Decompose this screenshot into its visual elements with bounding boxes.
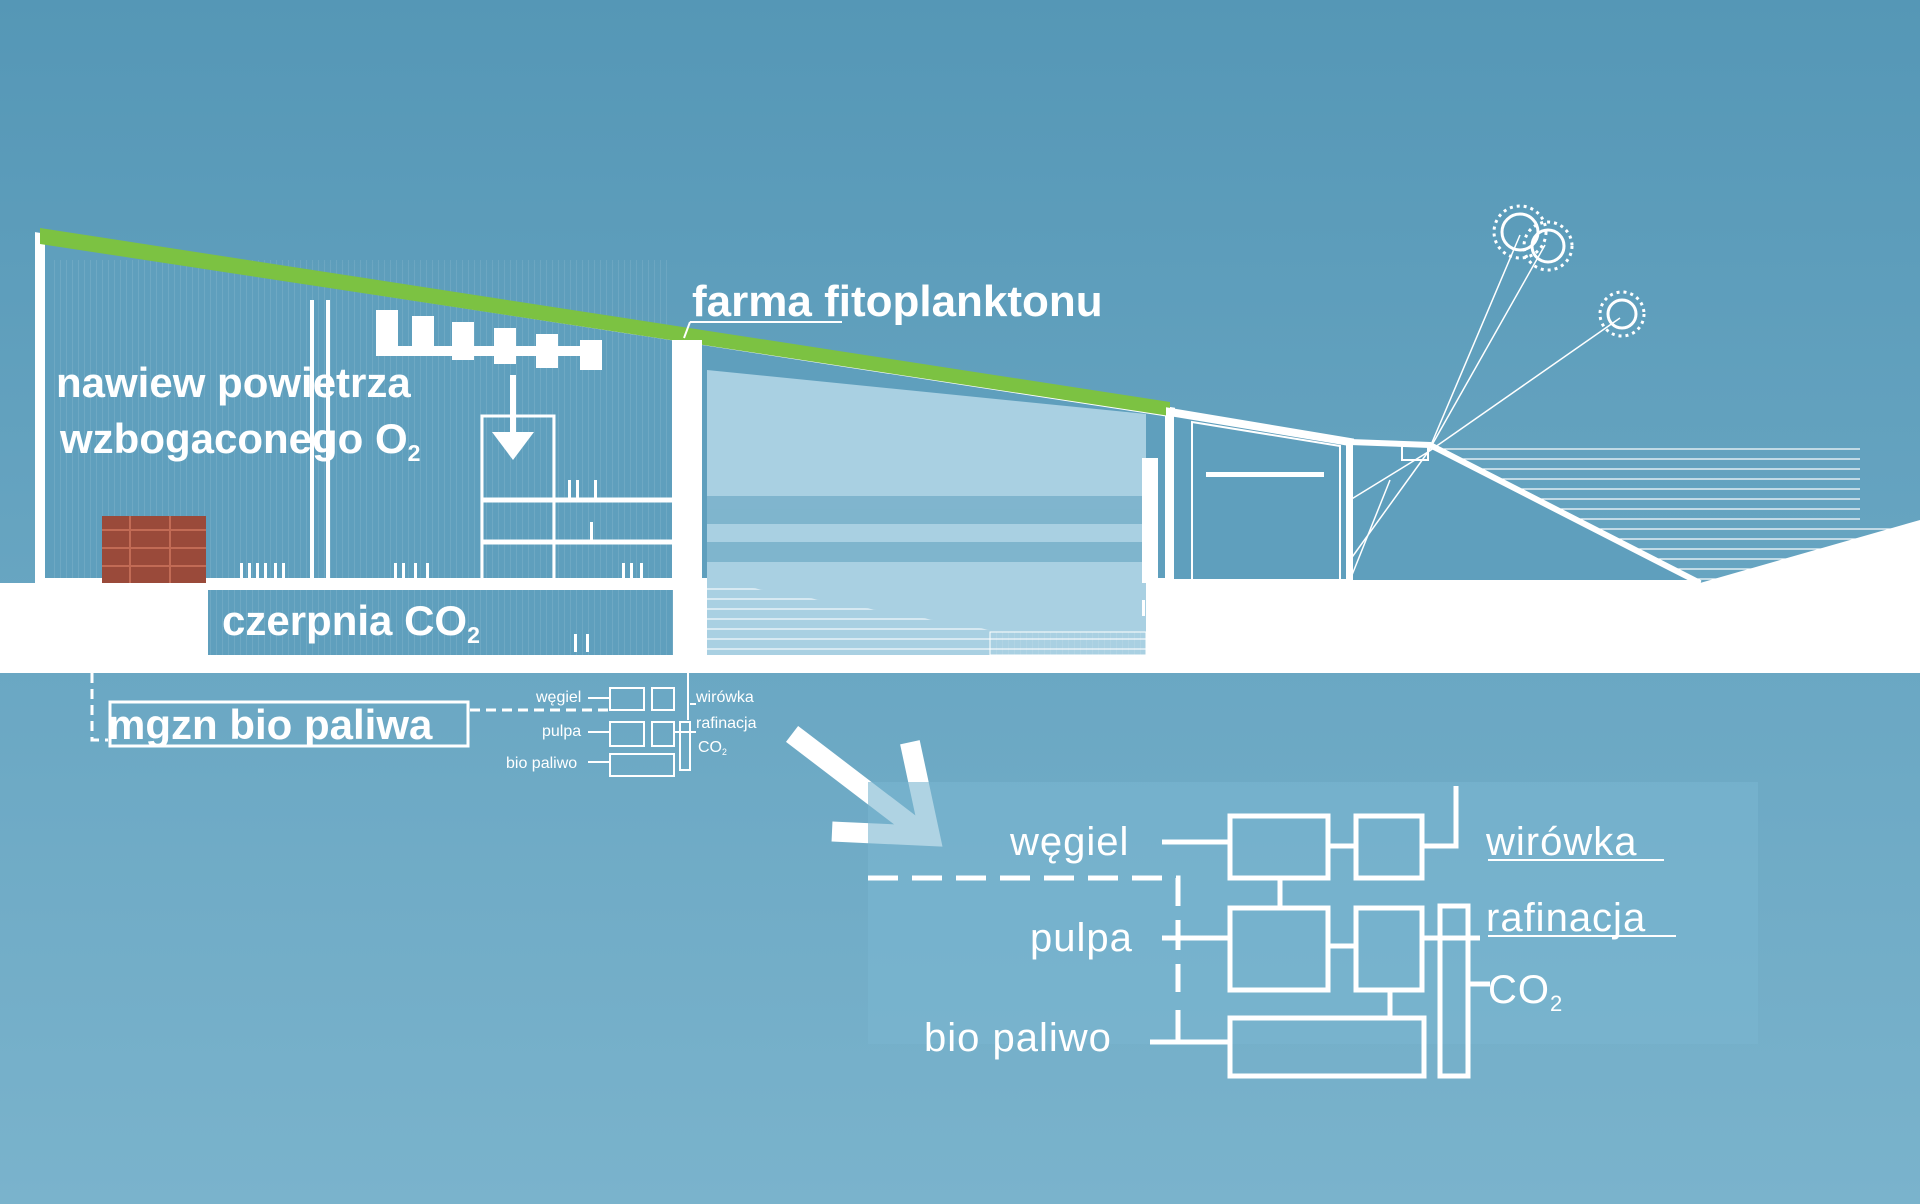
storage-box (108, 700, 470, 748)
cable-anchor (1401, 443, 1429, 461)
solar-collector-cables (1349, 234, 1621, 581)
centrifuge-label: wirówka (1486, 820, 1638, 864)
process-diagram (1150, 786, 1490, 1079)
phytoplankton-farm-label: farma fitoplanktonu (692, 277, 1103, 326)
brick-ruin (102, 516, 206, 583)
auditorium-tiers (707, 496, 1146, 562)
grandstand-ground (1700, 520, 1920, 583)
small-process-diagram (588, 687, 696, 777)
annex-lintel (1206, 472, 1324, 477)
co2-intake-label: czerpnia CO2 (222, 597, 480, 647)
small-biofuel-label: bio paliwo (506, 755, 578, 772)
co2-intake-text: czerpnia CO (222, 597, 468, 644)
intake-room-hatch (208, 590, 673, 655)
biofuel-storage-label: mgzn bio paliwa (108, 701, 433, 748)
co2-text: CO (1488, 968, 1550, 1012)
air-supply-label-line1: nawiew powietrza (56, 359, 411, 406)
small-centrifuge-label: wirówka (696, 689, 754, 706)
air-supply-text: wzbogaconego O (60, 415, 408, 462)
small-co2-label: CO2 (698, 739, 727, 758)
label-underlines (683, 321, 1676, 937)
co2-label: CO2 (1488, 968, 1563, 1014)
co2-subscript: 2 (1550, 990, 1564, 1016)
people-silhouettes (240, 480, 1153, 652)
refining-label: rafinacja (1486, 896, 1647, 940)
pulp-label: pulpa (1030, 916, 1133, 960)
co2-intake-subscript: 2 (467, 622, 480, 649)
air-supply-subscript: 2 (407, 440, 421, 467)
shaft-floors (482, 497, 672, 591)
brick-texture (102, 516, 206, 583)
stage-floor (989, 631, 1147, 656)
small-co2-text: CO (698, 739, 722, 756)
small-refining-label: rafinacja (696, 715, 757, 732)
coal-label: węgiel (1010, 820, 1130, 864)
roof-vents (376, 310, 602, 370)
grandstand (1430, 445, 1920, 583)
small-co2-subscript: 2 (722, 747, 727, 758)
small-pulp-label: pulpa (542, 723, 582, 740)
stage-wall (1142, 458, 1154, 583)
biofuel-label: bio paliwo (924, 1016, 1112, 1060)
process-panel (868, 782, 1758, 1044)
annex-roof (1166, 407, 1354, 587)
green-roof (40, 228, 1170, 416)
air-supply-label-line2: wzbogaconego O2 (60, 415, 421, 465)
process-dashed-link (868, 875, 1181, 1042)
annex-outline (1191, 420, 1341, 581)
ventilation-shaft (480, 414, 556, 658)
down-arrow-icon (492, 375, 534, 460)
sun-icon (1492, 204, 1646, 338)
small-coal-label: węgiel (536, 689, 582, 706)
underground-dashed-link (90, 673, 608, 742)
